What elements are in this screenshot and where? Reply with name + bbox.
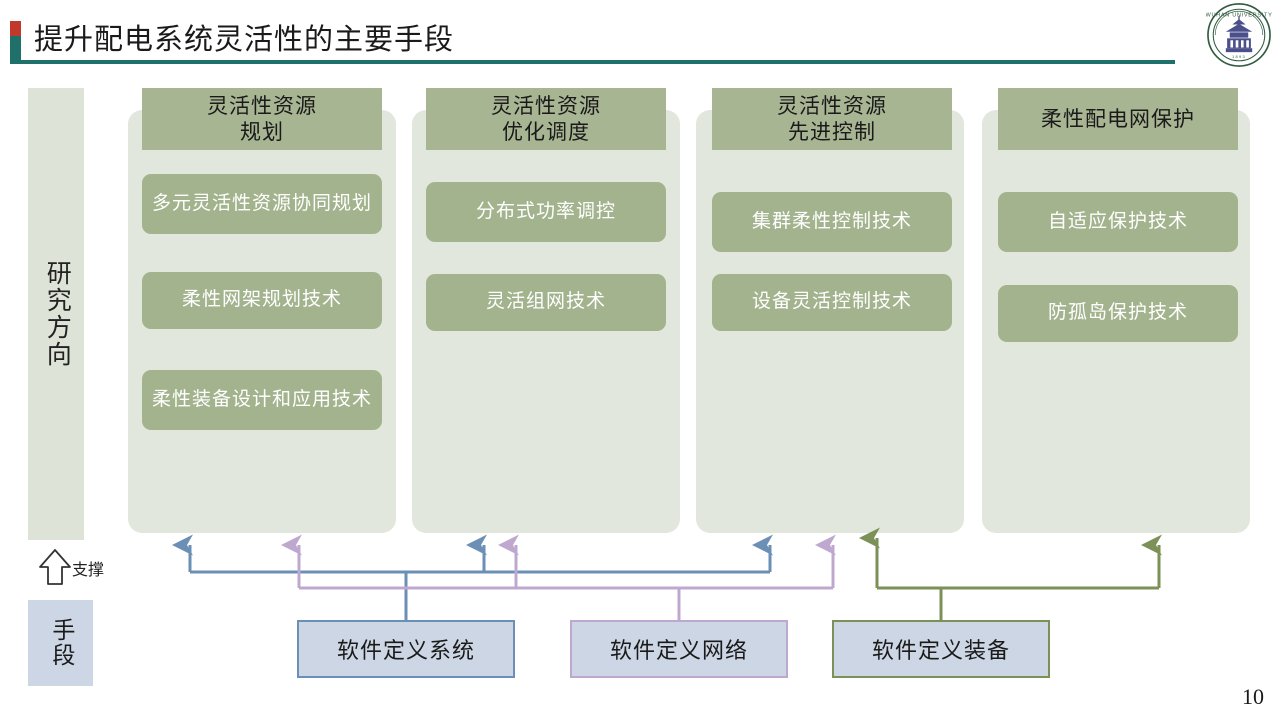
- support-arrow-icon: [38, 548, 72, 586]
- title-accent-red-square: [10, 21, 21, 39]
- column-header-dispatch[interactable]: 灵活性资源优化调度: [426, 88, 666, 150]
- software-defined-network-box[interactable]: 软件定义网络: [570, 620, 788, 678]
- software-defined-device-box[interactable]: 软件定义装备: [832, 620, 1050, 678]
- item-control-0[interactable]: 集群柔性控制技术: [712, 192, 952, 252]
- item-dispatch-0[interactable]: 分布式功率调控: [426, 182, 666, 242]
- item-planning-0[interactable]: 多元灵活性资源协同规划: [142, 174, 382, 234]
- svg-text:1893: 1893: [1232, 54, 1246, 59]
- item-protection-0[interactable]: 自适应保护技术: [998, 192, 1238, 252]
- svg-text:WUHAN UNIVERSITY: WUHAN UNIVERSITY: [1206, 13, 1272, 19]
- page-title: 提升配电系统灵活性的主要手段: [34, 24, 455, 56]
- column-header-protection-text: 柔性配电网保护: [1041, 106, 1195, 131]
- rail-means: 手段: [28, 600, 93, 686]
- item-control-1[interactable]: 设备灵活控制技术: [712, 274, 952, 331]
- item-dispatch-1[interactable]: 灵活组网技术: [426, 274, 666, 331]
- software-defined-system-box[interactable]: 软件定义系统: [297, 620, 515, 678]
- column-header-planning[interactable]: 灵活性资源规划: [142, 88, 382, 150]
- title-accent-teal-bar: [10, 36, 21, 63]
- rail-research-direction: 研究方向: [28, 88, 84, 540]
- title-underline-rule: [10, 60, 1175, 64]
- wuhan-university-logo-icon: WUHAN UNIVERSITY 1893: [1206, 2, 1272, 68]
- item-planning-1[interactable]: 柔性网架规划技术: [142, 272, 382, 329]
- rail-means-label: 手段: [48, 618, 74, 668]
- column-header-protection[interactable]: 柔性配电网保护: [998, 88, 1238, 150]
- page-number: 10: [1242, 684, 1264, 709]
- column-header-control-text: 灵活性资源先进控制: [777, 93, 887, 144]
- item-planning-2[interactable]: 柔性装备设计和应用技术: [142, 370, 382, 430]
- column-header-control[interactable]: 灵活性资源先进控制: [712, 88, 952, 150]
- support-arrow-label: 支撑: [72, 562, 105, 579]
- rail-research-label: 研究方向: [43, 260, 71, 368]
- column-header-planning-text: 灵活性资源规划: [207, 93, 317, 144]
- column-header-dispatch-text: 灵活性资源优化调度: [491, 93, 601, 144]
- item-protection-1[interactable]: 防孤岛保护技术: [998, 285, 1238, 342]
